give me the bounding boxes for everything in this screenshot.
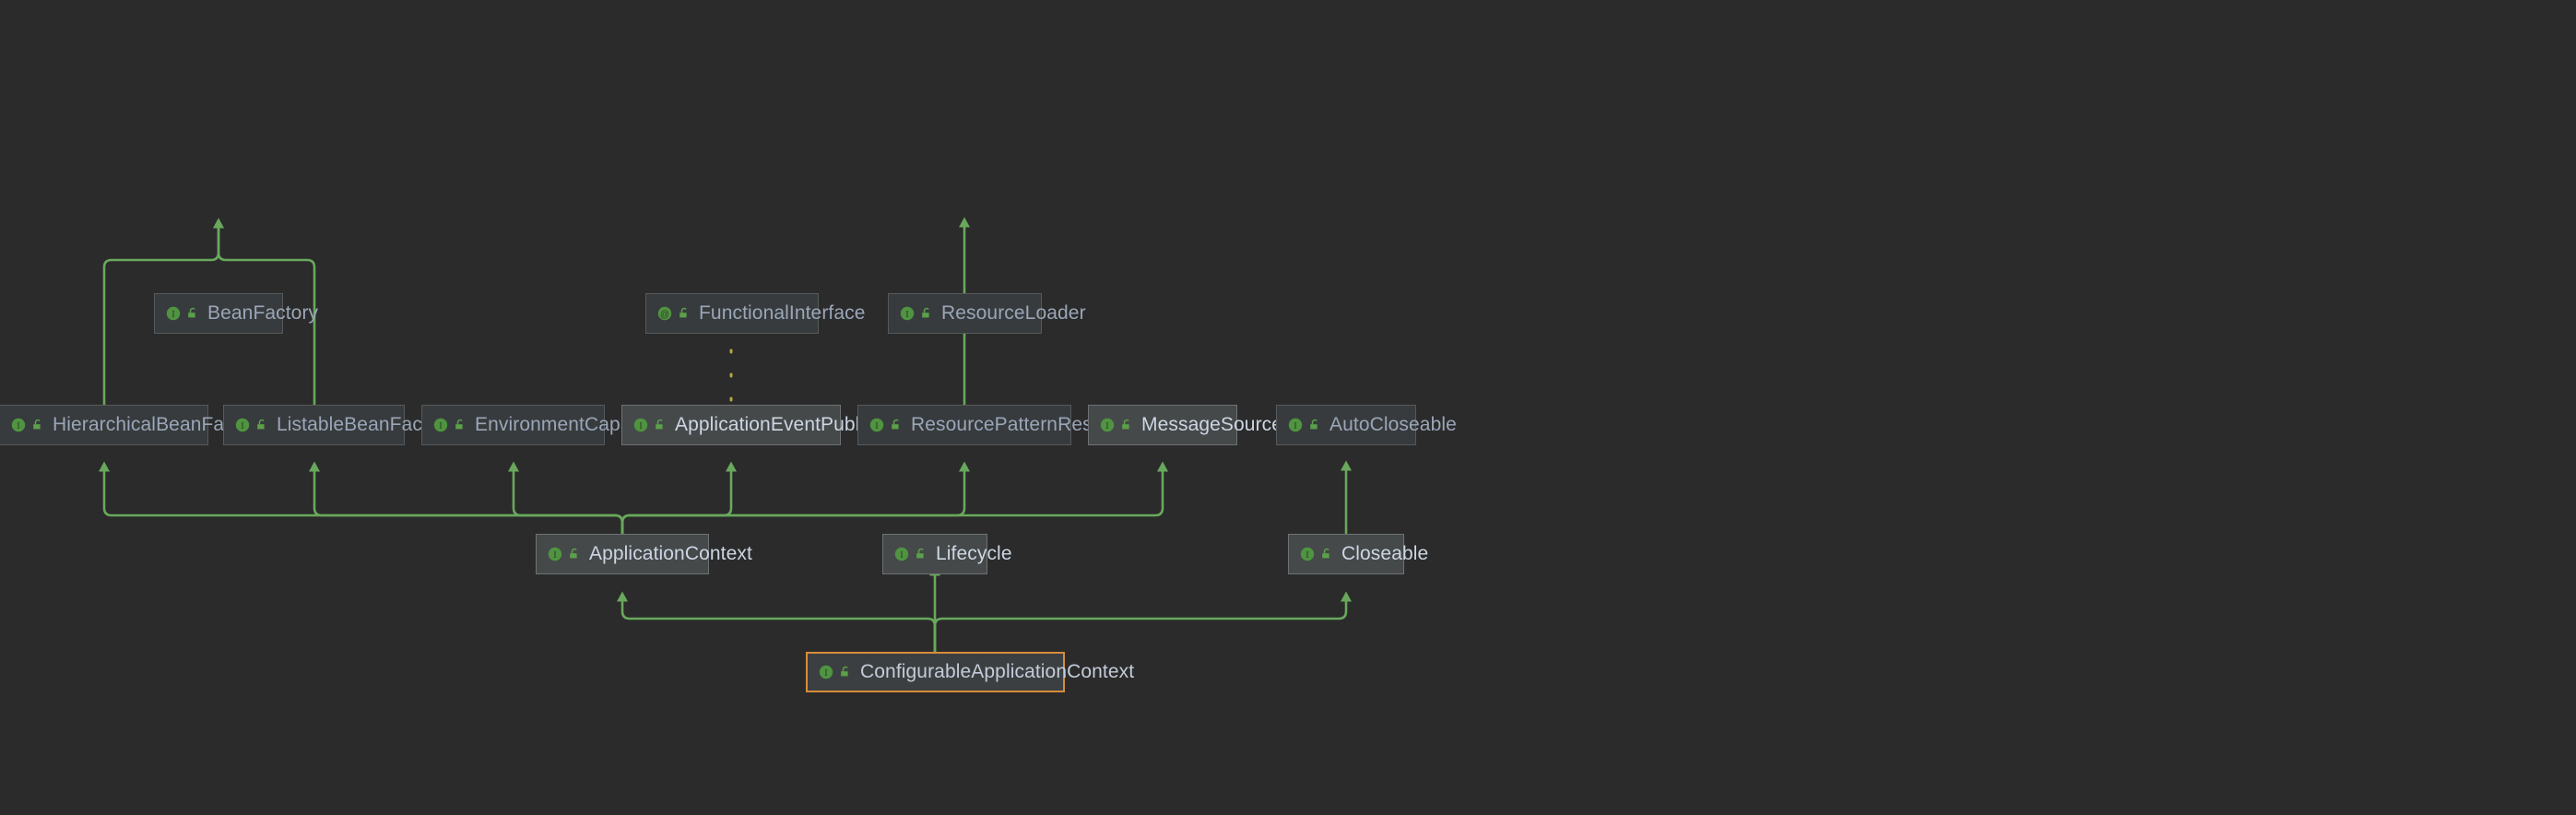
node-label: Lifecycle xyxy=(936,543,1012,564)
interface-icon: I xyxy=(11,418,26,432)
node-label: ApplicationEventPublisher xyxy=(675,414,903,435)
node-label: Closeable xyxy=(1341,543,1429,564)
node-label: HierarchicalBeanFactory xyxy=(53,414,267,435)
svg-text:I: I xyxy=(553,550,557,561)
svg-text:I: I xyxy=(1294,421,1297,431)
node-hierarchicalbeanfactory[interactable]: I HierarchicalBeanFactory xyxy=(0,405,266,445)
node-icon-group: I xyxy=(547,546,581,562)
node-applicationcontext[interactable]: I ApplicationContext xyxy=(536,534,752,574)
public-lock-icon xyxy=(33,419,41,430)
node-listablebeanfactory[interactable]: I ListableBeanFactory xyxy=(223,405,455,445)
public-lock-icon xyxy=(892,419,899,430)
node-label: ApplicationContext xyxy=(589,543,752,564)
node-label: ListableBeanFactory xyxy=(277,414,455,435)
node-icon-group: I xyxy=(869,417,903,433)
interface-icon: I xyxy=(819,665,833,679)
public-lock-icon xyxy=(455,419,463,430)
public-lock-icon xyxy=(656,419,663,430)
node-label: ResourceLoader xyxy=(941,302,1086,324)
public-lock-icon xyxy=(922,307,929,318)
svg-text:@: @ xyxy=(660,310,669,320)
public-lock-icon xyxy=(679,307,687,318)
interface-icon: I xyxy=(900,306,915,321)
node-icon-group: I xyxy=(234,417,268,433)
interface-icon: I xyxy=(1288,418,1303,432)
public-lock-icon xyxy=(1122,419,1129,430)
interface-icon: I xyxy=(433,418,448,432)
svg-text:I: I xyxy=(241,421,244,431)
node-closeable[interactable]: I Closeable xyxy=(1288,534,1428,574)
node-messagesource[interactable]: I MessageSource xyxy=(1088,405,1282,445)
node-icon-group: I xyxy=(1099,417,1133,433)
svg-text:I: I xyxy=(171,310,175,320)
public-lock-icon xyxy=(841,666,848,677)
public-lock-icon xyxy=(188,307,195,318)
svg-text:I: I xyxy=(17,421,20,431)
svg-text:I: I xyxy=(905,310,909,320)
node-label: AutoCloseable xyxy=(1329,414,1457,435)
svg-text:I: I xyxy=(824,668,828,679)
node-autocloseable[interactable]: I AutoCloseable xyxy=(1276,405,1457,445)
node-functionalinterface[interactable]: @ FunctionalInterface xyxy=(645,293,865,334)
interface-icon: I xyxy=(166,306,181,321)
interface-icon: I xyxy=(633,418,648,432)
interface-icon: I xyxy=(894,547,909,561)
node-label: FunctionalInterface xyxy=(699,302,866,324)
node-label: EnvironmentCapable xyxy=(475,414,657,435)
annotation-icon: @ xyxy=(657,306,672,321)
node-icon-group: I xyxy=(165,305,199,322)
node-icon-group: I xyxy=(1287,417,1321,433)
node-icon-group: I xyxy=(632,417,667,433)
edge-applicationcontext-to-environmentcapable xyxy=(508,461,624,534)
node-icon-group: I xyxy=(432,417,467,433)
node-lifecycle[interactable]: I Lifecycle xyxy=(882,534,1012,574)
public-lock-icon xyxy=(916,548,924,559)
interface-icon: I xyxy=(1100,418,1115,432)
svg-text:I: I xyxy=(439,421,443,431)
node-icon-group: I xyxy=(1299,546,1333,562)
node-resourceloader[interactable]: I ResourceLoader xyxy=(888,293,1086,334)
edge-configurableapplicationcontext-to-applicationcontext xyxy=(617,591,937,652)
svg-text:I: I xyxy=(875,421,879,431)
public-lock-icon xyxy=(1310,419,1318,430)
node-icon-group: I xyxy=(899,305,933,322)
node-icon-group: I xyxy=(818,664,852,680)
node-environmentcapable[interactable]: I EnvironmentCapable xyxy=(421,405,657,445)
public-lock-icon xyxy=(1322,548,1329,559)
public-lock-icon xyxy=(570,548,577,559)
edge-applicationcontext-to-resourcepatternresolver xyxy=(620,461,970,534)
svg-text:I: I xyxy=(1105,421,1109,431)
interface-icon: I xyxy=(1300,547,1315,561)
node-label: BeanFactory xyxy=(207,302,319,324)
node-icon-group: @ xyxy=(656,305,691,322)
node-applicationeventpublisher[interactable]: I ApplicationEventPublisher xyxy=(621,405,902,445)
interface-icon: I xyxy=(548,547,562,561)
svg-text:I: I xyxy=(639,421,643,431)
node-icon-group: I xyxy=(10,417,44,433)
interface-icon: I xyxy=(869,418,884,432)
edge-configurableapplicationcontext-to-closeable xyxy=(933,591,1352,652)
node-resourcepatternresolver[interactable]: I ResourcePatternResolver xyxy=(857,405,1135,445)
interface-icon: I xyxy=(235,418,250,432)
edge-applicationcontext-to-applicationeventpublisher xyxy=(620,461,737,534)
node-label: MessageSource xyxy=(1141,414,1283,435)
edge-applicationcontext-to-listablebeanfactory xyxy=(309,461,624,534)
node-beanfactory[interactable]: I BeanFactory xyxy=(154,293,318,334)
edge-applicationcontext-to-messagesource xyxy=(620,461,1168,534)
edge-applicationcontext-to-hierarchicalbeanfactory xyxy=(99,461,624,534)
svg-text:I: I xyxy=(1306,550,1309,561)
node-label: ConfigurableApplicationContext xyxy=(860,661,1135,682)
node-icon-group: I xyxy=(893,546,928,562)
svg-text:I: I xyxy=(900,550,904,561)
public-lock-icon xyxy=(257,419,265,430)
node-configurableapplicationcontext[interactable]: I ConfigurableApplicationContext xyxy=(806,652,1134,692)
node-label: ResourcePatternResolver xyxy=(911,414,1135,435)
